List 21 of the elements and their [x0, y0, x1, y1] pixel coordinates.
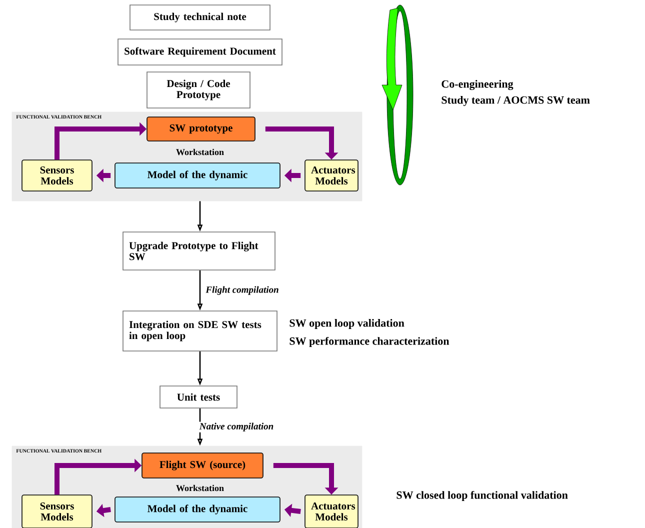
process-box: Flight SW (source): [142, 452, 264, 478]
process-box: Design / Code Prototype: [146, 72, 250, 108]
process-box: SW prototype: [146, 116, 256, 142]
side-note: SW performance characterization: [290, 336, 450, 348]
note-text: Study team / AOCMS SW team: [442, 96, 590, 106]
edge-label: Native compilation: [199, 422, 274, 432]
model-box: Model of the dynamic: [114, 496, 280, 522]
model-box: Sensors Models: [22, 160, 92, 192]
model-box: Model of the dynamic: [114, 162, 280, 188]
process-box: Study technical note: [130, 4, 270, 30]
note-text: Co-engineering: [442, 80, 514, 90]
process-box: Unit tests: [160, 386, 238, 408]
process-box: Upgrade Prototype to Flight SW: [122, 232, 276, 270]
model-box: Actuators Models: [304, 160, 358, 192]
side-note: SW closed loop functional validation: [396, 490, 568, 502]
model-box: Actuators Models: [304, 494, 358, 528]
edge-label: Flight compilation: [206, 286, 278, 295]
process-box: Integration on SDE SW tests in open loop: [122, 310, 278, 352]
model-box: Sensors Models: [22, 494, 92, 528]
side-note: SW open loop validation: [290, 319, 404, 329]
process-box: Software Requirement Document: [118, 38, 282, 66]
